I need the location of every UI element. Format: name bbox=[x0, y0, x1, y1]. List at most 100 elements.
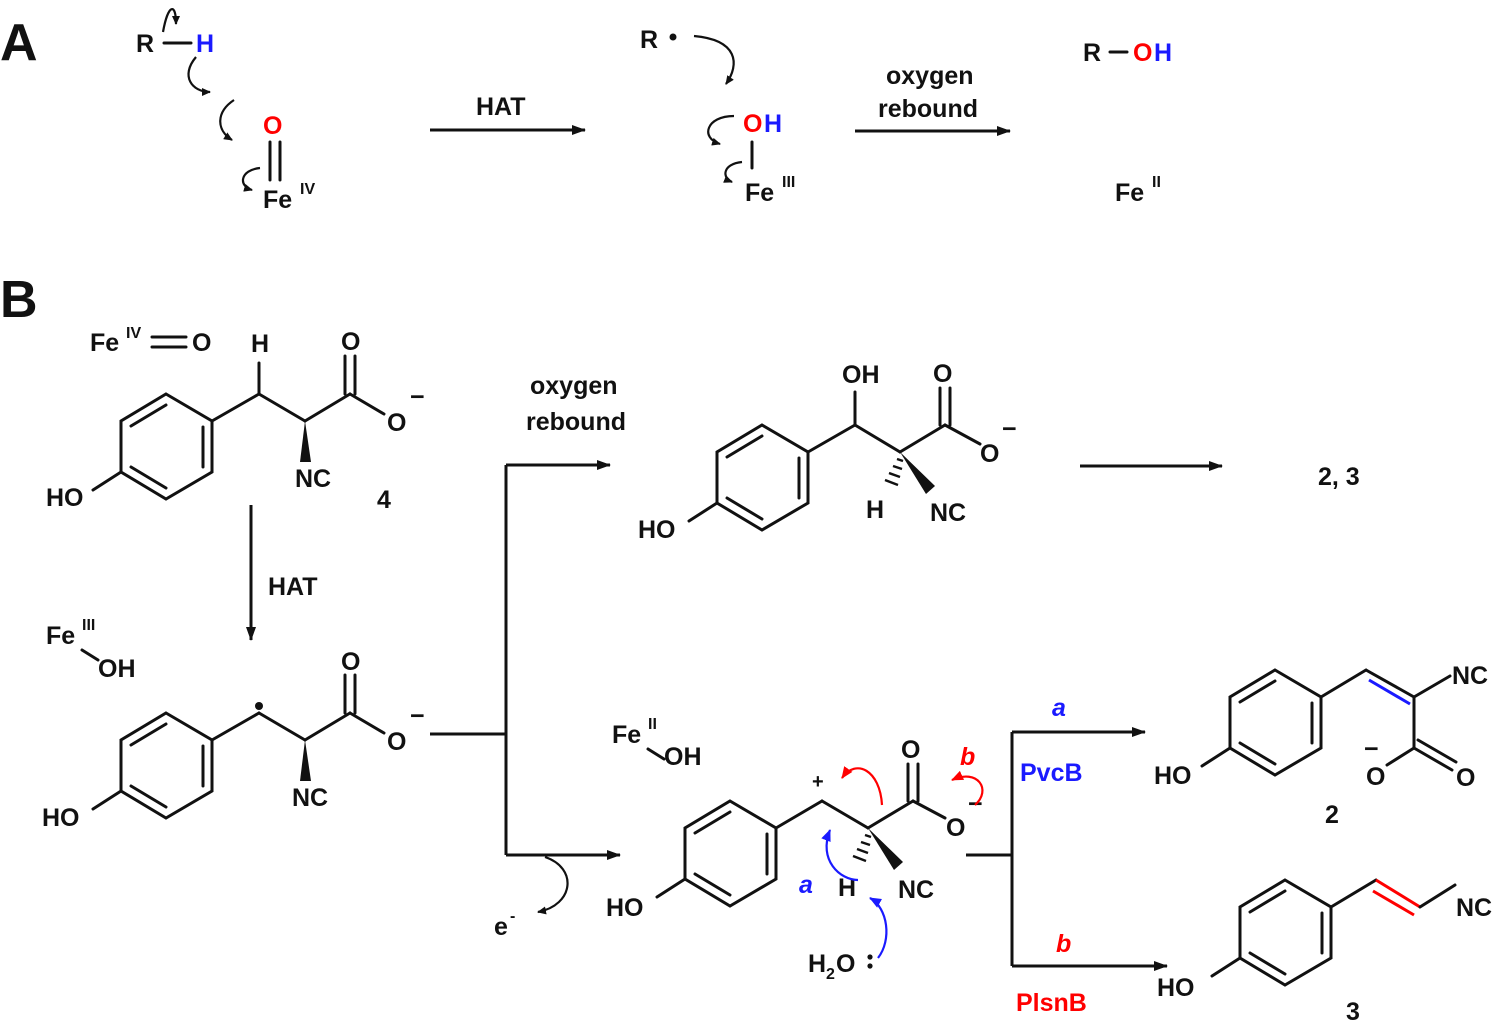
product-2 bbox=[1200, 668, 1458, 777]
hyd-O-top: O bbox=[933, 360, 952, 388]
intermediate-Fe: Fe bbox=[745, 179, 774, 207]
electron-curly-arrow bbox=[537, 855, 569, 915]
ironoxo-O: O bbox=[192, 329, 211, 357]
feIII-ox: III bbox=[82, 617, 95, 634]
cation-O-minus: O bbox=[946, 814, 965, 842]
p2-O-minus: O bbox=[1366, 763, 1385, 791]
product-Fe-oxidation: II bbox=[1152, 174, 1161, 191]
water-sub: 2 bbox=[826, 966, 835, 983]
feIII-Fe: Fe bbox=[46, 622, 75, 650]
path-a-enzyme: PvcB bbox=[1020, 759, 1083, 787]
p3-HO: HO bbox=[1157, 974, 1195, 1002]
feIII-OH: OH bbox=[98, 655, 136, 683]
feII-ox: II bbox=[648, 716, 657, 733]
feIII-bond bbox=[80, 648, 100, 662]
feII-bond bbox=[646, 747, 666, 761]
hyd-HO: HO bbox=[638, 516, 676, 544]
reactant-Fe: Fe bbox=[263, 186, 292, 214]
rebound-label-line1: oxygen bbox=[886, 62, 974, 90]
p2-HO: HO bbox=[1154, 762, 1192, 790]
sub4-charge: − bbox=[410, 383, 425, 411]
cation-H: H bbox=[838, 874, 856, 902]
hyd-O-minus: O bbox=[980, 440, 999, 468]
product-H: H bbox=[1154, 39, 1172, 67]
substrate-4 bbox=[91, 354, 386, 501]
curly-arrow-6 bbox=[707, 114, 735, 146]
product-O: O bbox=[1133, 39, 1152, 67]
red-curly-arrow-1 bbox=[841, 766, 884, 806]
rebound-label-line2: rebound bbox=[878, 95, 978, 123]
p2-NC: NC bbox=[1452, 662, 1488, 690]
hyd-charge: − bbox=[1002, 415, 1017, 443]
water-lone-pair-1 bbox=[867, 954, 873, 960]
blue-curly-arrow-1 bbox=[821, 829, 859, 882]
rad-HO: HO bbox=[42, 804, 80, 832]
hyd-NC: NC bbox=[930, 499, 966, 527]
reactant-Fe-oxidation: IV bbox=[300, 181, 315, 198]
water-O: O bbox=[836, 950, 855, 978]
radical-intermediate bbox=[91, 673, 386, 820]
electron-sup: - bbox=[510, 908, 515, 925]
curly-arrow-7 bbox=[723, 160, 743, 184]
path-b-enzyme: PlsnB bbox=[1016, 989, 1087, 1017]
panel-a-label: A bbox=[0, 14, 38, 72]
cation-a-label: a bbox=[799, 871, 813, 899]
rad-O-minus: O bbox=[387, 728, 406, 756]
sub4-O-top: O bbox=[341, 328, 360, 356]
sub4-O-minus: O bbox=[387, 409, 406, 437]
ironoxo-Fe: Fe bbox=[90, 329, 119, 357]
reactant-R: R bbox=[136, 30, 154, 58]
p2-number: 2 bbox=[1325, 801, 1339, 829]
cation-b-label: b bbox=[960, 743, 975, 771]
p3-number: 3 bbox=[1346, 998, 1360, 1025]
intermediate-O: O bbox=[743, 110, 762, 138]
hyd-OH: OH bbox=[842, 361, 880, 389]
rebound-b-line2: rebound bbox=[526, 408, 626, 436]
curly-arrow-4 bbox=[242, 166, 261, 192]
sub4-number: 4 bbox=[377, 486, 391, 514]
curly-arrow-5 bbox=[693, 34, 735, 85]
reactant-H: H bbox=[196, 30, 214, 58]
hydroxylated-intermediate bbox=[687, 386, 982, 532]
rad-charge: − bbox=[410, 702, 425, 730]
water-lone-pair-2 bbox=[867, 963, 873, 969]
product-3 bbox=[1210, 878, 1457, 987]
cation-HO: HO bbox=[606, 894, 644, 922]
panel-b-label: B bbox=[0, 271, 38, 329]
product-Fe: Fe bbox=[1115, 179, 1144, 207]
water-H: H bbox=[808, 950, 826, 978]
path-b-letter: b bbox=[1056, 930, 1071, 958]
cation-plus: + bbox=[812, 771, 824, 793]
blue-curly-arrow-2 bbox=[869, 897, 888, 959]
rad-O-top: O bbox=[341, 648, 360, 676]
curly-arrow-1 bbox=[161, 8, 180, 33]
intermediate-Fe-oxidation: III bbox=[782, 174, 795, 191]
ironoxo-ox: IV bbox=[126, 325, 141, 342]
feII-OH: OH bbox=[664, 743, 702, 771]
hyd-H: H bbox=[866, 496, 884, 524]
radical-R: R bbox=[640, 26, 658, 54]
cation-O-top: O bbox=[901, 736, 920, 764]
hat-down-label: HAT bbox=[268, 573, 318, 601]
p3-NC: NC bbox=[1456, 894, 1492, 922]
p2-charge: − bbox=[1364, 735, 1379, 763]
intermediate-H: H bbox=[764, 110, 782, 138]
rebound-b-line1: oxygen bbox=[530, 372, 618, 400]
products-label: 2, 3 bbox=[1318, 463, 1360, 491]
oxo-O: O bbox=[263, 112, 282, 140]
sub4-H: H bbox=[251, 330, 269, 358]
sub4-HO: HO bbox=[46, 484, 84, 512]
sub4-NC: NC bbox=[295, 465, 331, 493]
product-R: R bbox=[1083, 39, 1101, 67]
cation-NC: NC bbox=[898, 876, 934, 904]
rad-NC: NC bbox=[292, 784, 328, 812]
p2-O: O bbox=[1456, 764, 1475, 792]
curly-arrow-2 bbox=[187, 56, 211, 96]
path-a-letter: a bbox=[1052, 694, 1066, 722]
radical-dot bbox=[669, 33, 677, 41]
feII-Fe: Fe bbox=[612, 721, 641, 749]
curly-arrow-3 bbox=[219, 99, 235, 141]
hat-arrow-label: HAT bbox=[476, 93, 526, 121]
red-curly-arrow-2 bbox=[951, 770, 984, 806]
